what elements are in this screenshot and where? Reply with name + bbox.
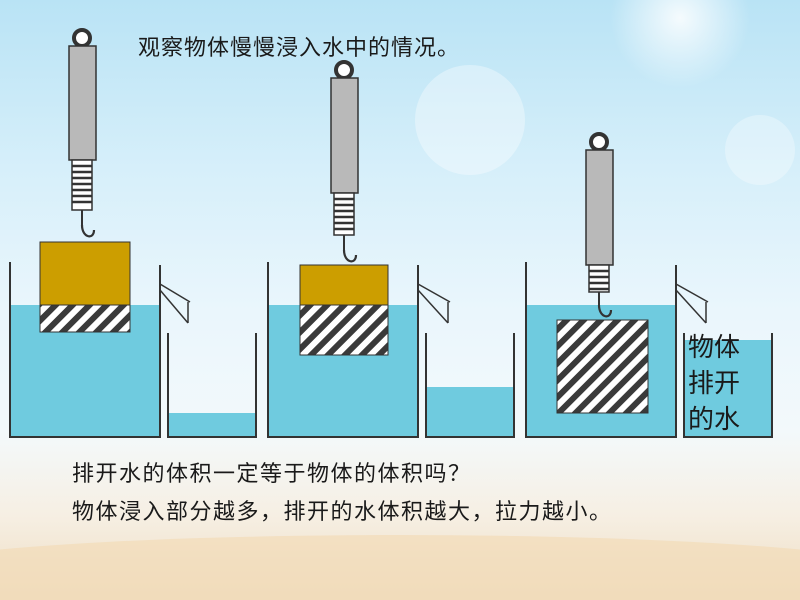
overflow-label-line-3: 的水	[688, 405, 741, 435]
scale-ring	[72, 28, 92, 48]
object-dry-part	[39, 241, 131, 306]
object-submerged-part	[299, 304, 389, 356]
object-3	[556, 319, 649, 414]
object-2	[299, 264, 389, 356]
slide-title: 观察物体慢慢浸入水中的情况。	[138, 36, 461, 61]
overflow-water-3	[684, 340, 772, 437]
overflow-cup-2	[425, 333, 515, 438]
scale-body	[585, 149, 614, 266]
scale-spring	[333, 192, 355, 236]
overflow-cup-1	[167, 333, 257, 438]
sand-decor	[0, 535, 800, 600]
scale-ring	[334, 60, 354, 80]
sun-glow	[610, 0, 750, 88]
setup-1	[9, 28, 257, 438]
spring-scale-3	[585, 132, 614, 318]
scale-body	[68, 45, 97, 161]
setup-2	[267, 60, 515, 438]
overflow-label-line-2: 排开	[688, 369, 741, 399]
scale-hook	[342, 249, 358, 263]
overflow-cup-3	[683, 333, 773, 438]
spring-scale-1	[68, 28, 97, 238]
object-dry-part	[299, 264, 389, 306]
object-1	[39, 241, 131, 333]
overflow-water-1	[168, 413, 256, 437]
object-submerged-part	[39, 304, 131, 333]
scale-spring	[71, 159, 93, 211]
overflow-water-2	[426, 387, 514, 437]
scale-ring	[589, 132, 609, 152]
scale-hook	[80, 224, 96, 238]
bubble-decor	[415, 65, 525, 175]
object-submerged-part	[556, 319, 649, 414]
question-text: 排开水的体积一定等于物体的体积吗？	[72, 462, 472, 487]
conclusion-text: 物体浸入部分越多，排开的水体积越大，拉力越小。	[72, 500, 613, 525]
spring-scale-2	[330, 60, 359, 263]
scale-hook	[597, 304, 613, 318]
scale-body	[330, 77, 359, 194]
overflow-label-line-1: 物体	[688, 333, 741, 363]
bubble-decor	[725, 115, 795, 185]
setup-3	[525, 132, 773, 438]
scale-spring	[588, 264, 610, 293]
